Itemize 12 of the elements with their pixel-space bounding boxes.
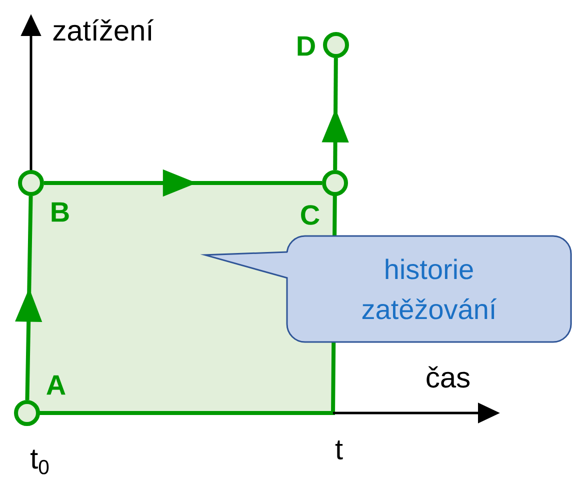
point-marker — [18, 170, 44, 196]
point-letter: D — [298, 36, 315, 56]
tick-label: t$_{0}$ — [30, 450, 49, 474]
point-letter: B — [52, 202, 69, 222]
point-letter: C — [301, 205, 320, 225]
axis-label: zatížení — [53, 19, 154, 41]
point-marker — [322, 170, 348, 196]
tick-label: t — [335, 440, 343, 460]
point-marker — [14, 400, 40, 426]
callout-bubble: historie zatěžování — [200, 235, 572, 343]
point-marker — [323, 32, 349, 58]
point-letter: A — [46, 375, 66, 395]
